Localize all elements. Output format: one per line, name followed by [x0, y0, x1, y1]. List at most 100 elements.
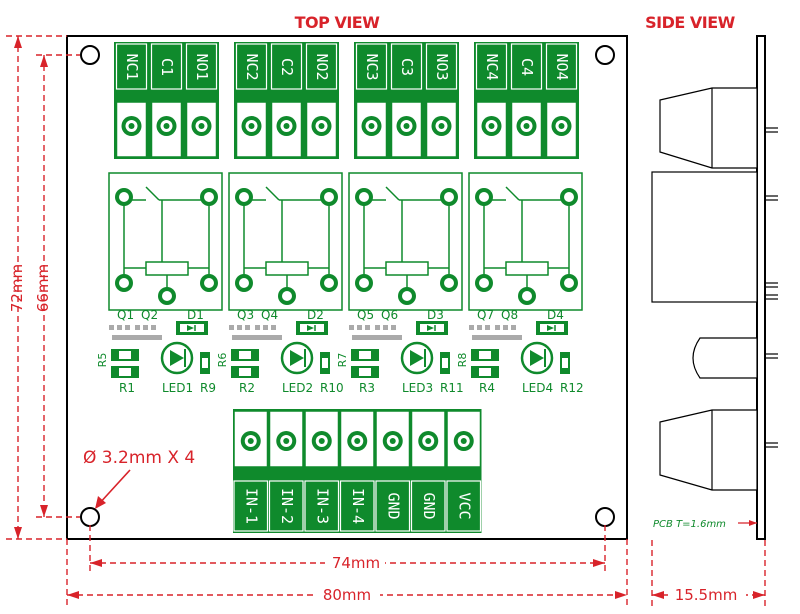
led-label: LED2	[282, 381, 313, 395]
input-terminal-4: IN-4	[339, 410, 375, 532]
pcb-thickness-note: PCB T=1.6mm	[653, 519, 726, 530]
relay-3	[348, 172, 463, 311]
side-terminal-top	[659, 87, 758, 169]
transistor-label: Q7	[477, 308, 494, 322]
dim-height-total: 72mm	[8, 264, 26, 312]
led-icon	[520, 341, 554, 375]
terminal-label: NO1	[193, 53, 211, 80]
diode-label: D2	[307, 308, 324, 322]
resistor-label: R6	[216, 353, 229, 368]
input-terminal-3: IN-3	[304, 410, 340, 532]
transistor-label: Q2	[141, 308, 158, 322]
output-terminal-4: NC4 C4 NO4	[474, 42, 579, 159]
output-terminal-3: NC3 C3 NO3	[354, 42, 459, 159]
terminal-label: C2	[278, 58, 296, 76]
terminal-label: NC2	[243, 53, 261, 80]
resistor-label: R3	[359, 381, 375, 395]
diode-icon	[427, 325, 434, 331]
top-view-title: TOP VIEW	[295, 13, 381, 32]
resistor-label: R10	[320, 381, 344, 395]
transistor-label: Q8	[501, 308, 518, 322]
dim-side-depth: 15.5mm	[675, 586, 738, 604]
side-relay	[651, 171, 758, 303]
transistor-label: Q4	[261, 308, 278, 322]
input-terminal-6: GND	[410, 410, 446, 532]
input-terminal-label: GND	[384, 492, 402, 519]
terminal-label: C3	[398, 58, 416, 76]
resistor-label: R2	[239, 381, 255, 395]
input-terminal-1: IN-1	[233, 410, 269, 532]
input-terminal-5: GND	[375, 410, 411, 532]
led-icon	[280, 341, 314, 375]
terminal-label: C4	[518, 58, 536, 76]
input-terminal-7: VCC	[446, 410, 482, 532]
diode-label: D1	[187, 308, 204, 322]
relay-2	[228, 172, 343, 311]
led-icon	[160, 341, 194, 375]
diode-icon	[307, 325, 314, 331]
terminal-label: NO4	[553, 53, 571, 80]
relay-4	[468, 172, 583, 311]
led-label: LED1	[162, 381, 193, 395]
terminal-label: NC3	[363, 53, 381, 80]
side-led	[692, 337, 758, 379]
resistor-label: R9	[200, 381, 216, 395]
hole-note: Ø 3.2mm X 4	[83, 448, 195, 468]
diode-label: D4	[547, 308, 564, 322]
dimension-arrows	[14, 36, 765, 599]
input-terminal-label: IN-3	[313, 488, 331, 524]
terminal-label: NO2	[313, 53, 331, 80]
dim-width-holes: 74mm	[332, 554, 380, 572]
dim-height-holes: 66mm	[34, 264, 52, 312]
output-terminal-2: NC2 C2 NO2	[234, 42, 339, 159]
mounting-holes	[80, 45, 615, 527]
side-view	[651, 35, 778, 540]
side-pcb-edge	[756, 35, 766, 540]
transistor-label: Q5	[357, 308, 374, 322]
diode-icon	[187, 325, 194, 331]
transistor-label: Q3	[237, 308, 254, 322]
transistor-label: Q6	[381, 308, 398, 322]
side-terminal-bottom	[659, 409, 758, 491]
input-terminal-label: IN-4	[349, 488, 367, 524]
dim-width-total: 80mm	[323, 586, 371, 604]
led-label: LED4	[522, 381, 553, 395]
input-terminal-label: IN-2	[278, 488, 296, 524]
resistor-label: R7	[336, 353, 349, 368]
resistor-label: R11	[440, 381, 464, 395]
terminal-label: NC1	[123, 53, 141, 80]
input-terminal-2: IN-2	[268, 410, 304, 532]
hole-leader-arrow	[95, 496, 106, 509]
diode-label: D3	[427, 308, 444, 322]
terminal-label: C1	[158, 58, 176, 76]
led-label: LED3	[402, 381, 433, 395]
diode-icon	[547, 325, 554, 331]
resistor-label: R12	[560, 381, 584, 395]
side-view-title: SIDE VIEW	[645, 13, 736, 32]
resistor-label: R1	[119, 381, 135, 395]
terminal-label: NC4	[483, 53, 501, 80]
input-terminal-label: GND	[420, 492, 438, 519]
resistor-label: R5	[96, 353, 109, 368]
relay-1	[108, 172, 223, 311]
input-terminal-label: VCC	[455, 492, 473, 519]
terminal-label: NO3	[433, 53, 451, 80]
transistor-label: Q1	[117, 308, 134, 322]
input-terminal-label: IN-1	[242, 488, 260, 524]
led-icon	[400, 341, 434, 375]
mounting-hole-top-right	[595, 45, 615, 65]
hole-leader-line	[97, 469, 131, 506]
output-terminal-1: NC1 C1 NO1	[114, 42, 219, 159]
input-terminal-block: IN-1 IN-2 IN-3 IN-4 GND GND VCC	[233, 409, 482, 533]
resistor-label: R8	[456, 353, 469, 368]
resistor-label: R4	[479, 381, 495, 395]
